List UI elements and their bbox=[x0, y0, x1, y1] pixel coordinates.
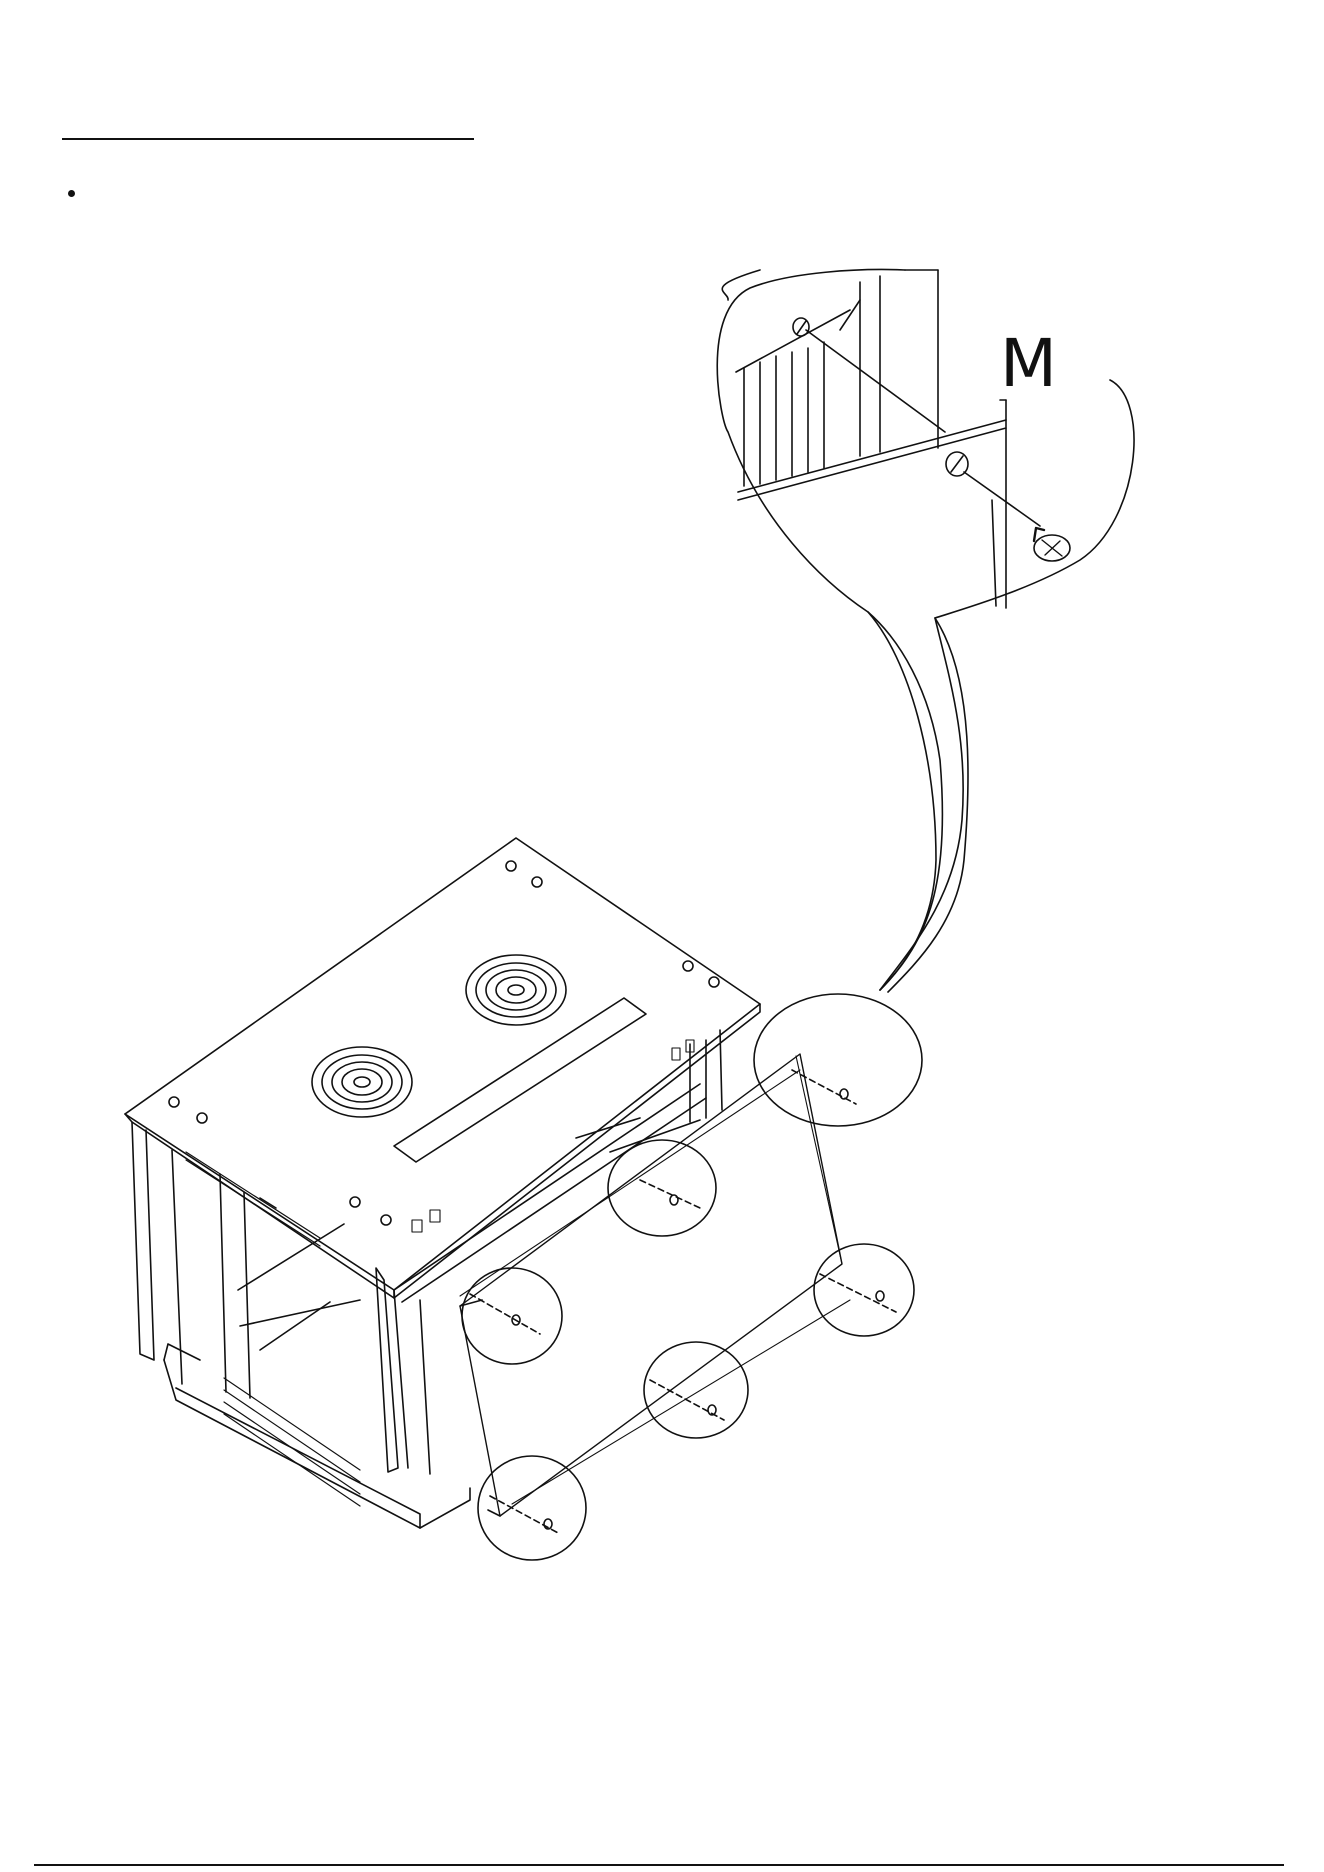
detail-circle-left bbox=[462, 1268, 562, 1364]
screw-icon bbox=[1034, 528, 1070, 561]
detail-circle-upper-middle bbox=[608, 1140, 716, 1236]
callout-letter: M bbox=[1000, 325, 1057, 402]
detail-circle-bottom bbox=[478, 1456, 586, 1560]
side-panel bbox=[460, 1054, 842, 1516]
detail-circle-right bbox=[814, 1244, 914, 1336]
rack-cabinet-illustration bbox=[125, 838, 760, 1528]
fan-1 bbox=[312, 1047, 412, 1117]
detail-circle-lower-middle bbox=[644, 1342, 748, 1438]
detail-circle-top-right bbox=[754, 994, 922, 1126]
page-bottom-rule bbox=[34, 1864, 1284, 1866]
fan-2 bbox=[466, 955, 566, 1025]
magnified-detail-callout bbox=[672, 270, 1134, 992]
